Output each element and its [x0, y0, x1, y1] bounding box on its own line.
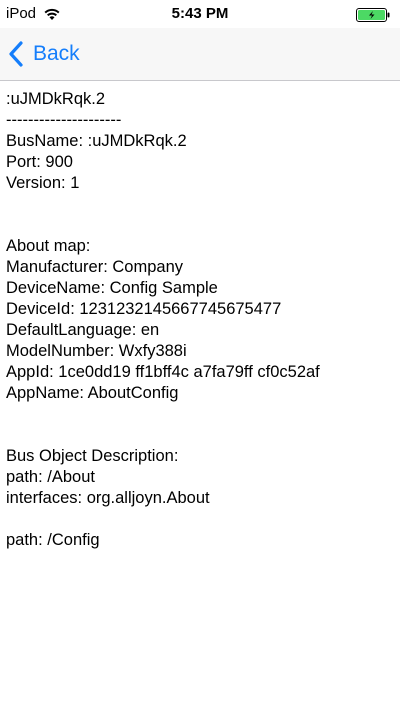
- detail-line: BusName: :uJMDkRqk.2: [6, 132, 187, 150]
- battery-icon: [356, 8, 392, 22]
- wifi-icon: [43, 7, 61, 21]
- status-bar: iPod 5:43 PM: [0, 0, 400, 28]
- detail-line: AppName: AboutConfig: [6, 384, 179, 402]
- detail-line: interfaces: org.alljoyn.About: [6, 489, 210, 507]
- detail-line: :uJMDkRqk.2: [6, 90, 106, 108]
- device-details: :uJMDkRqk.2 --------------------- BusNam…: [6, 89, 396, 551]
- detail-line: [6, 404, 396, 425]
- detail-line: DefaultLanguage: en: [6, 321, 160, 339]
- detail-line: AppId: 1ce0dd19 ff1bff4c a7fa79ff cf0c52…: [6, 363, 320, 381]
- status-time: 5:43 PM: [171, 5, 229, 22]
- detail-line: ModelNumber: Wxfy388i: [6, 342, 187, 360]
- chevron-left-icon: [8, 41, 24, 67]
- status-left: iPod: [6, 5, 61, 22]
- detail-line: DeviceName: Config Sample: [6, 279, 218, 297]
- detail-line: DeviceId: 1231232145667745675477: [6, 300, 282, 318]
- detail-line: Bus Object Description:: [6, 447, 179, 465]
- back-button[interactable]: Back: [8, 38, 80, 70]
- detail-line: About map:: [6, 237, 91, 255]
- detail-line: [6, 194, 396, 215]
- carrier-label: iPod: [6, 5, 37, 22]
- detail-line: [6, 215, 396, 236]
- detail-line: path: /Config: [6, 531, 100, 549]
- detail-line: [6, 425, 396, 446]
- detail-line: [6, 509, 396, 530]
- navigation-bar: Back: [0, 28, 400, 81]
- detail-line: Manufacturer: Company: [6, 258, 183, 276]
- detail-line: path: /About: [6, 468, 95, 486]
- detail-line: Version: 1: [6, 174, 80, 192]
- back-label: Back: [33, 42, 80, 65]
- detail-line: Port: 900: [6, 153, 73, 171]
- detail-line: ---------------------: [6, 111, 122, 129]
